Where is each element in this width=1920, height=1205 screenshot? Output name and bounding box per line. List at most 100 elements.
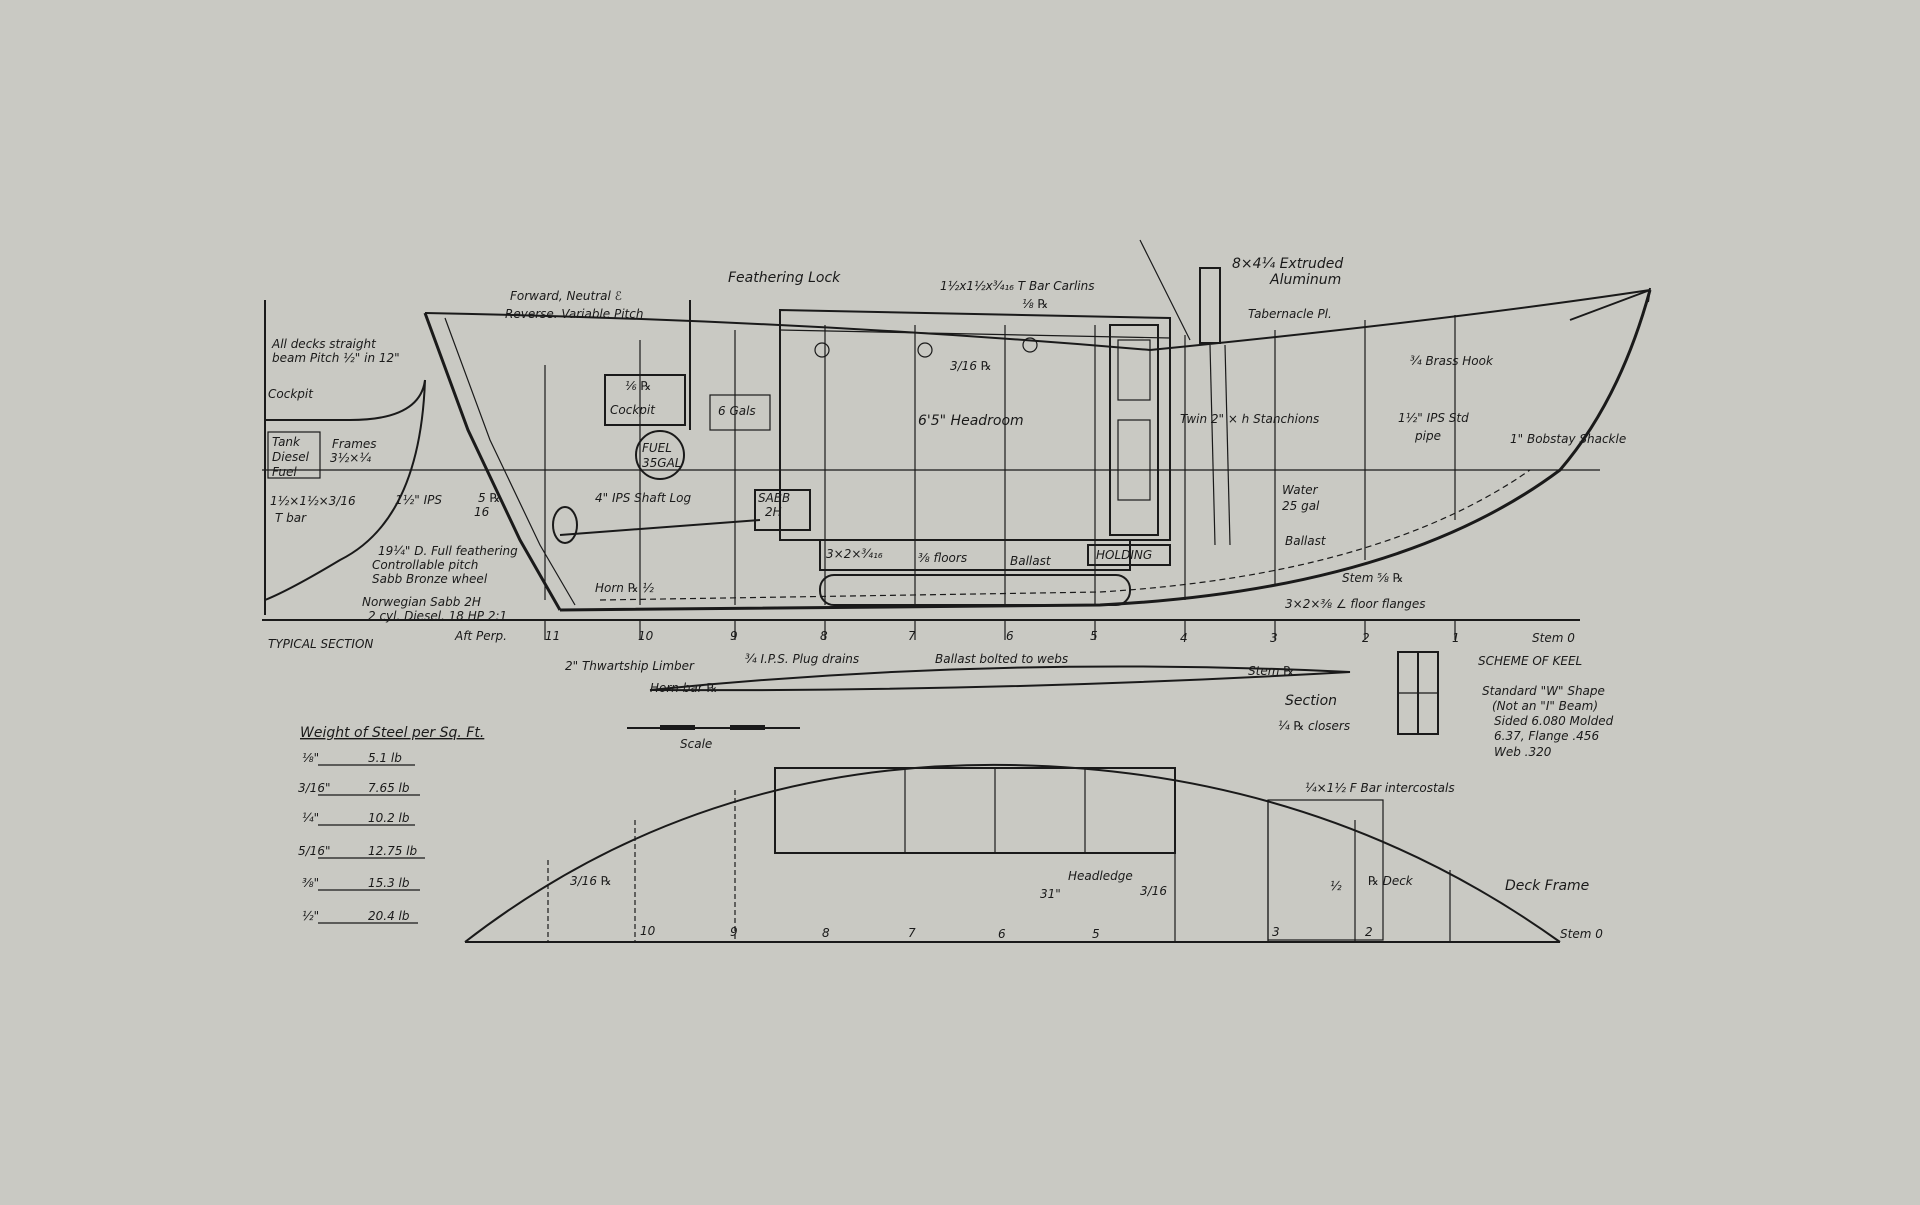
label-cockpit-plate: ⅙ ℞ xyxy=(625,379,651,393)
deck-station: 5 xyxy=(1092,927,1100,941)
section-tank xyxy=(267,431,321,479)
door-panel xyxy=(1117,339,1151,401)
station-number: 3 xyxy=(1270,631,1278,645)
label-fuel-gal: 35GAL xyxy=(642,456,681,470)
label-sabb: SABB xyxy=(758,491,790,505)
typical-section xyxy=(264,300,426,615)
deck-station: 7 xyxy=(908,926,916,940)
keel-ballast xyxy=(819,574,1131,606)
bowsprit xyxy=(1569,289,1651,321)
weight-thickness: ⅛" xyxy=(302,751,319,765)
station-number: 5 xyxy=(1090,629,1098,643)
label-shaft-log: 4" IPS Shaft Log xyxy=(595,491,692,505)
label-fuel: FUEL xyxy=(642,441,672,455)
label-floors: ⅜ floors xyxy=(918,551,967,565)
keel-scheme: Stem ℞ Horn bar ℞ Section ¼ ℞ closers SC… xyxy=(649,651,1614,759)
weight-value: 15.3 lb xyxy=(368,876,410,890)
keel-note: Sided 6.080 Molded xyxy=(1494,714,1614,728)
profile-labels: Feathering Lock 1½x1½x¾₁₆ T Bar Carlins … xyxy=(268,256,1626,673)
weight-thickness: ¼" xyxy=(302,811,319,825)
weight-table-title: Weight of Steel per Sq. Ft. xyxy=(300,725,484,741)
label-cockpit-section: Cockpit xyxy=(268,387,314,401)
label-closers: ¼ ℞ closers xyxy=(1278,719,1350,733)
hull-bottom xyxy=(559,289,1652,612)
label-typical-section: TYPICAL SECTION xyxy=(268,637,373,651)
stanchion xyxy=(1224,344,1231,546)
label-cyl-diesel: 2 cyl. Diesel. 18 HP 2:1 xyxy=(368,609,507,623)
label-headledge: Headledge xyxy=(1068,869,1133,883)
cabin-top xyxy=(774,767,1176,854)
keel-note: Web .320 xyxy=(1494,745,1552,759)
label-scale: Scale xyxy=(680,737,712,751)
label-sabb-hp: 2H xyxy=(765,505,782,519)
deck-station: 9 xyxy=(730,925,738,939)
bowsprit-tip xyxy=(1647,287,1651,303)
sheer-line xyxy=(424,289,1651,352)
label-plug-drains: ¾ I.P.S. Plug drains xyxy=(745,652,859,666)
section-deck xyxy=(265,379,426,421)
label-gals: 6 Gals xyxy=(718,404,756,418)
label-stem: Stem ⅝ ℞ xyxy=(1342,571,1403,585)
weight-table: Weight of Steel per Sq. Ft. ⅛" 5.1 lb 3/… xyxy=(298,725,484,924)
label-brass-hook: ¾ Brass Hook xyxy=(1410,354,1494,368)
transom-inner xyxy=(444,317,576,606)
label-reverse-pitch: Reverse. Variable Pitch xyxy=(505,307,643,321)
station-number: 1 xyxy=(1452,631,1460,645)
label-plate-516b: 16 xyxy=(474,505,490,519)
deck-station: 3 xyxy=(1272,925,1280,939)
label-frames-size: 3½×¼ xyxy=(330,451,371,465)
label-ips-std: 1½" IPS Std xyxy=(1398,411,1469,425)
station-ticks xyxy=(544,620,1456,640)
weight-value: 7.65 lb xyxy=(368,781,410,795)
label-full-feathering: 19¼" D. Full feathering xyxy=(378,544,518,558)
cabin-trunk xyxy=(779,308,1171,541)
label-water-gal: 25 gal xyxy=(1282,499,1320,513)
label-aluminum: Aluminum xyxy=(1269,272,1341,288)
weight-value: 20.4 lb xyxy=(368,909,410,923)
transom xyxy=(423,312,562,611)
door xyxy=(1109,324,1159,536)
label-bobstay: 1" Bobstay Shackle xyxy=(1510,432,1626,446)
holding-tank xyxy=(1087,544,1171,566)
station-number: 4 xyxy=(1180,631,1188,645)
label-intercostals: ¼×1½ F Bar intercostals xyxy=(1305,781,1455,795)
station-number: 8 xyxy=(820,629,828,643)
keel-note: (Not an "I" Beam) xyxy=(1492,699,1598,713)
keel-plan xyxy=(649,665,1351,692)
label-norwegian: Norwegian Sabb 2H xyxy=(362,595,481,609)
label-floors-size: 3×2×¾₁₆ xyxy=(826,547,883,561)
frame-lines xyxy=(544,315,1456,605)
deck-station: 6 xyxy=(998,927,1006,941)
label-horn: Horn ℞ ½ xyxy=(595,581,654,595)
label-aft-perp: Aft Perp. xyxy=(454,629,507,643)
label-thwartship: 2" Thwartship Limber xyxy=(565,659,695,673)
propeller xyxy=(552,506,578,544)
porthole xyxy=(1022,337,1038,353)
mast xyxy=(1199,267,1221,344)
label-t-bar: 1½×1½×3/16 xyxy=(270,494,356,508)
hull-inner xyxy=(599,469,1531,601)
label-31: 31" xyxy=(1040,887,1061,901)
weight-value: 12.75 lb xyxy=(368,844,418,858)
forestay xyxy=(1139,239,1191,341)
label-r-deck: ℞ Deck xyxy=(1368,874,1414,888)
label-controllable: Controllable pitch xyxy=(372,558,478,572)
deck-plan: ¼×1½ F Bar intercostals Headledge 3/16 3… xyxy=(464,763,1603,943)
label-plate-316: 3/16 ℞ xyxy=(950,359,992,373)
label-beam-pitch: beam Pitch ½" in 12" xyxy=(272,351,400,365)
profile-view xyxy=(262,239,1652,640)
label-fuel-section: Fuel xyxy=(272,465,297,479)
label-headroom: 6'5" Headroom xyxy=(918,413,1024,429)
keel-note: Standard "W" Shape xyxy=(1482,684,1605,698)
station-number: 11 xyxy=(545,629,560,643)
label-floor-flanges: 3×2×⅜ ∠ floor flanges xyxy=(1285,597,1426,611)
label-frames: Frames xyxy=(332,437,377,451)
forehatch xyxy=(1267,799,1384,941)
deck-outline xyxy=(464,763,1561,943)
label-cockpit: Cockpit xyxy=(610,403,656,417)
station-number: 7 xyxy=(908,629,916,643)
cabin-roof-line xyxy=(779,329,1171,339)
label-tabernacle: Tabernacle Pl. xyxy=(1248,307,1332,321)
